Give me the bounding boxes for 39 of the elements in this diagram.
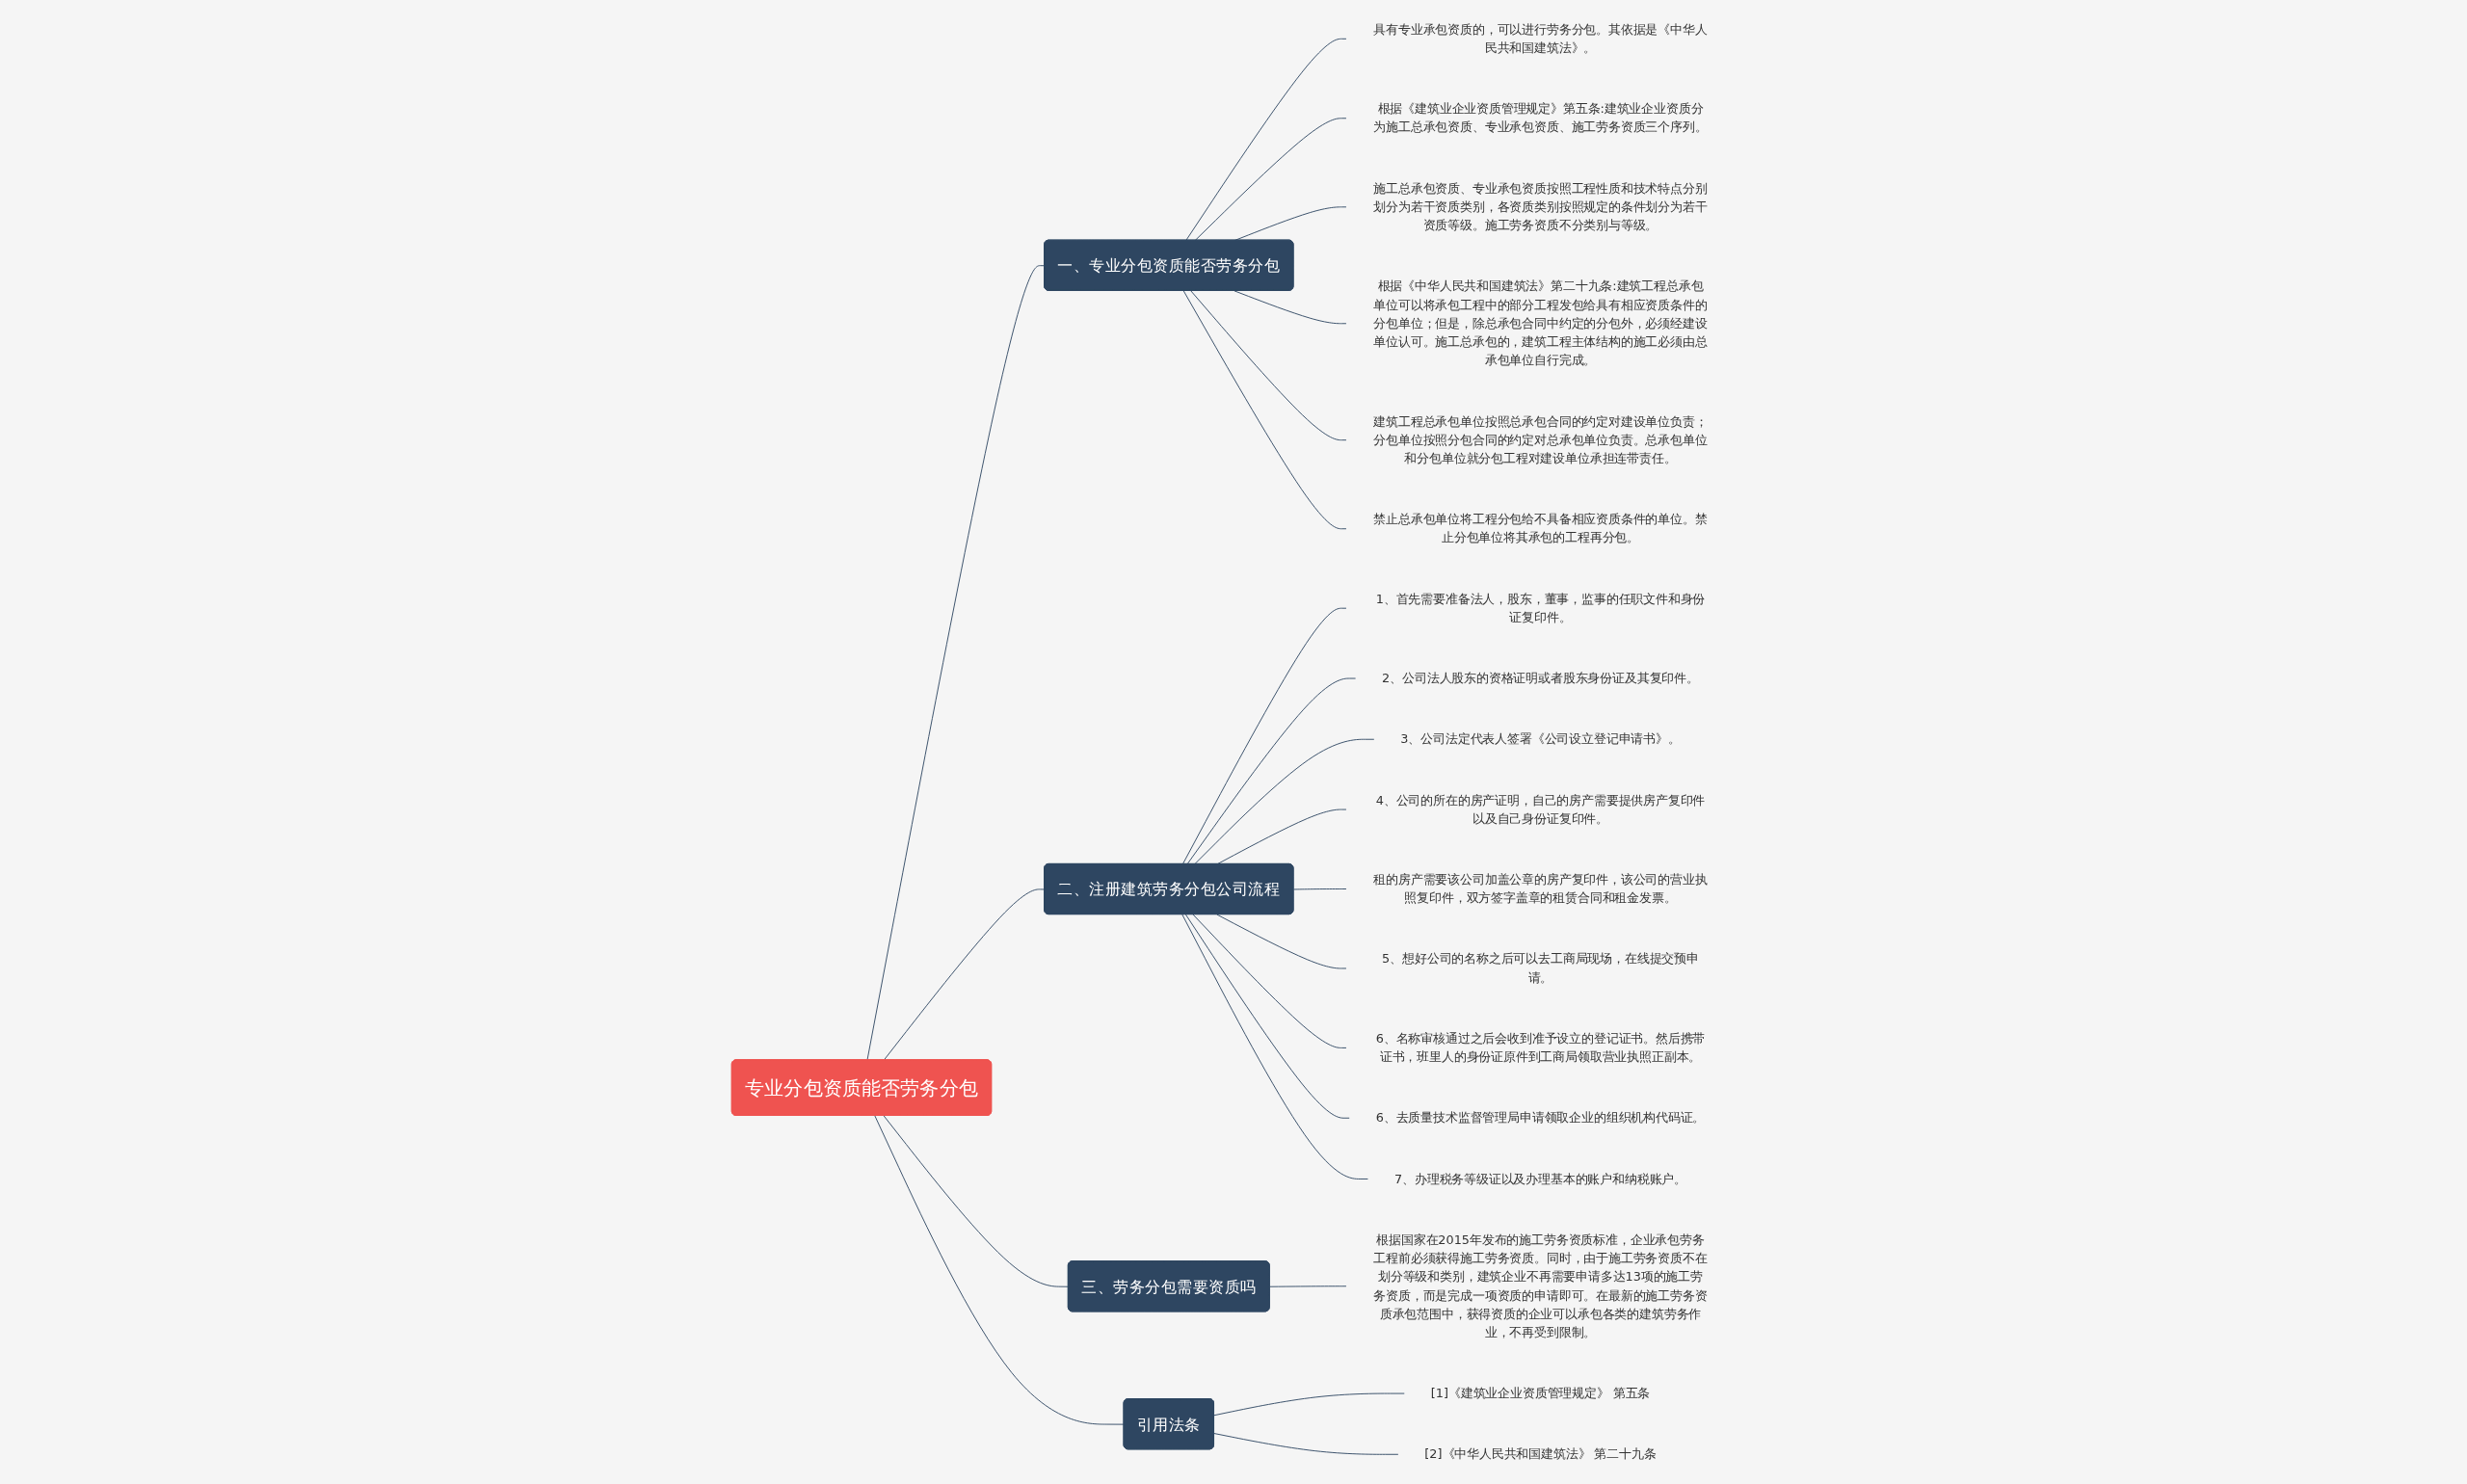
node-text: [2]《中华人民共和国建筑法》 第二十九条 bbox=[1424, 1446, 1657, 1462]
connector bbox=[1293, 888, 1347, 890]
connector bbox=[1213, 1392, 1406, 1417]
connector bbox=[866, 265, 1046, 1061]
connector bbox=[1182, 607, 1347, 865]
node-text: 具有专业承包资质的，可以进行劳务分包。其依据是《中华人民共和国建筑法》。 bbox=[1373, 21, 1708, 55]
connector bbox=[1185, 914, 1350, 1119]
node-text: 1、首先需要准备法人，股东，董事，监事的任职文件和身份证复印件。 bbox=[1375, 591, 1706, 624]
node-text: 根据《中华人民共和国建筑法》第二十九条:建筑工程总承包单位可以将承包工程中的部分工程发包给具有相应资质条件的分包单位；但是，除总承包合同中约定的分包外，必须经建设单位认可。施工总承包的，建筑工程主体结构的施工必须由总承包单位自行完成。 bbox=[1373, 278, 1708, 368]
node-text: 施工总承包资质、专业承包资质按照工程性质和技术特点分别划分为若干资质类别，各资质类别按照规定的条件划分为若干资质等级。施工劳务资质不分类别与等级。 bbox=[1373, 180, 1708, 232]
node-text: 建筑工程总承包单位按照总承包合同的约定对建设单位负责；分包单位按照分包合同的约定对总承包单位负责。总承包单位和分包单位就分包工程对建设单位承担连带责任。 bbox=[1373, 413, 1708, 465]
connector bbox=[1186, 677, 1357, 865]
connector bbox=[1213, 1433, 1399, 1455]
connector bbox=[884, 1115, 1070, 1287]
connector bbox=[1269, 1285, 1347, 1287]
connector bbox=[1216, 914, 1347, 969]
node-text: 4、公司的所在的房产证明，自己的房产需要提供房产复印件以及自己身份证复印件。 bbox=[1375, 792, 1706, 826]
node-text: 6、去质量技术监督管理局申请领取企业的组织机构代码证。 bbox=[1375, 1110, 1706, 1126]
node-text: 租的房产需要该公司加盖公章的房产复印件，该公司的营业执照复印件，双方签字盖章的租赁合同和租金发票。 bbox=[1373, 872, 1708, 906]
connector bbox=[1190, 290, 1347, 441]
node-text: [1]《建筑业企业资质管理规定》 第五条 bbox=[1431, 1386, 1651, 1400]
node-text: 6、名称审核通过之后会收到准予设立的登记证书。然后携带证书，班里人的身份证原件到工商局领取营业执照正副本。 bbox=[1375, 1031, 1706, 1064]
connector bbox=[884, 888, 1046, 1061]
node-text: 7、办理税务等级证以及办理基本的账户和纳税账户。 bbox=[1394, 1171, 1687, 1186]
node-text: 根据国家在2015年发布的施工劳务资质标准，企业承包劳务工程前必须获得施工劳务资质。同时，由于施工劳务资质不在划分等级和类别，建筑企业不再需要申请多达13项的施工劳务资质，而是完成一项资质的申请即可。在最新的施工劳务资质承包范围中，获得资质的企业可以承包各类的建筑劳务作业，不再受到限制。 bbox=[1373, 1232, 1708, 1339]
node-text: 5、想好公司的名称之后可以去工商局现场，在线提交预申请。 bbox=[1382, 951, 1700, 985]
node-text: 2、公司法人股东的资格证明或者股东身份证及其复印件。 bbox=[1382, 671, 1700, 685]
connector bbox=[1194, 738, 1375, 865]
node-text: 根据《建筑业企业资质管理规定》第五条:建筑业企业资质分为施工总承包资质、专业承包资质、施工劳务资质三个序列。 bbox=[1373, 101, 1708, 135]
connector bbox=[1192, 914, 1347, 1048]
connector bbox=[1234, 290, 1347, 325]
connector bbox=[1194, 118, 1347, 242]
connector bbox=[1185, 38, 1347, 242]
connector bbox=[874, 1115, 1126, 1425]
node-text: 3、公司法定代表人签署《公司设立登记申请书》。 bbox=[1400, 731, 1681, 747]
connector bbox=[1181, 914, 1369, 1179]
connector bbox=[1183, 290, 1347, 530]
node-text: 禁止总承包单位将工程分包给不具备相应资质条件的单位。禁止分包单位将其承包的工程再分包。 bbox=[1373, 512, 1708, 545]
connector bbox=[1216, 808, 1347, 865]
